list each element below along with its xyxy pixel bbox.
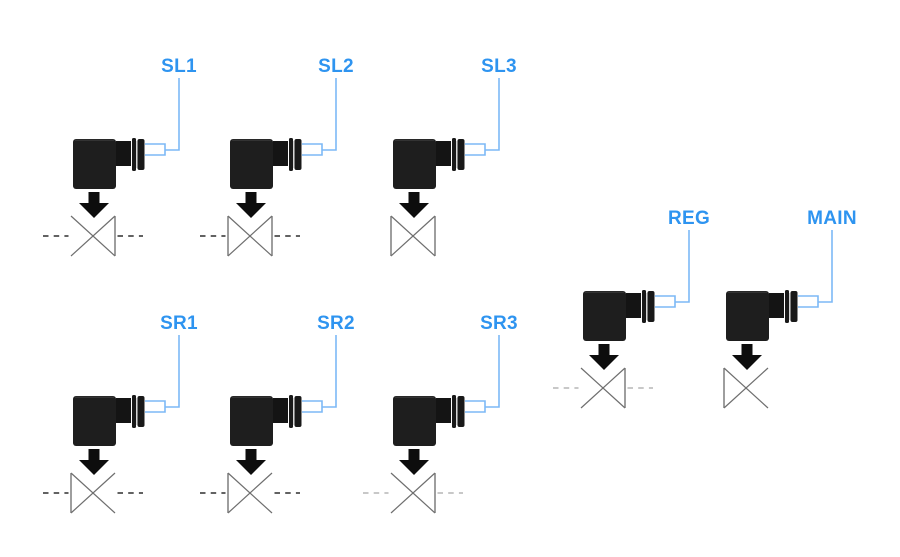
- solenoid-label: SL2: [318, 56, 354, 77]
- solenoid-label: SR1: [160, 313, 198, 334]
- valve-bowtie-icon: [200, 215, 300, 257]
- valve-bowtie-icon: [43, 472, 143, 514]
- valve-bowtie-icon: [43, 215, 143, 257]
- valve-bowtie-icon: [200, 472, 300, 514]
- solenoid-label: MAIN: [807, 208, 857, 229]
- label-leader-line: [302, 78, 337, 156]
- din-solenoid-connector-icon: [73, 138, 145, 189]
- solenoid-label: SL3: [481, 56, 517, 77]
- solenoid-unit-sr3: SR3: [363, 313, 518, 514]
- down-arrow-icon: [236, 192, 266, 218]
- solenoid-unit-sl2: SL2: [200, 56, 354, 257]
- down-arrow-icon: [732, 344, 762, 370]
- label-leader-line: [302, 335, 337, 413]
- solenoid-label: SL1: [161, 56, 197, 77]
- label-leader-line: [465, 78, 500, 156]
- solenoid-unit-sr1: SR1: [43, 313, 198, 514]
- down-arrow-icon: [79, 192, 109, 218]
- din-solenoid-connector-icon: [393, 395, 465, 446]
- valve-bowtie-icon: [553, 367, 653, 409]
- valve-bowtie-icon: [723, 367, 769, 409]
- label-leader-line: [655, 230, 690, 308]
- din-solenoid-connector-icon: [230, 138, 302, 189]
- din-solenoid-connector-icon: [393, 138, 465, 189]
- label-leader-line: [145, 78, 180, 156]
- solenoid-unit-reg: REG: [553, 208, 710, 409]
- solenoid-unit-sl3: SL3: [390, 56, 517, 257]
- solenoid-label: SR2: [317, 313, 355, 334]
- label-leader-line: [465, 335, 500, 413]
- down-arrow-icon: [589, 344, 619, 370]
- label-leader-line: [798, 230, 833, 308]
- solenoid-label: REG: [668, 208, 710, 229]
- din-solenoid-connector-icon: [230, 395, 302, 446]
- din-solenoid-connector-icon: [583, 290, 655, 341]
- solenoid-label: SR3: [480, 313, 518, 334]
- solenoid-unit-sr2: SR2: [200, 313, 355, 514]
- din-solenoid-connector-icon: [73, 395, 145, 446]
- valve-bowtie-icon: [363, 472, 463, 514]
- label-leader-line: [145, 335, 180, 413]
- din-solenoid-connector-icon: [726, 290, 798, 341]
- solenoid-unit-sl1: SL1: [43, 56, 197, 257]
- down-arrow-icon: [399, 449, 429, 475]
- down-arrow-icon: [399, 192, 429, 218]
- solenoid-unit-main: MAIN: [723, 208, 857, 409]
- down-arrow-icon: [236, 449, 266, 475]
- valve-bowtie-icon: [390, 215, 436, 257]
- down-arrow-icon: [79, 449, 109, 475]
